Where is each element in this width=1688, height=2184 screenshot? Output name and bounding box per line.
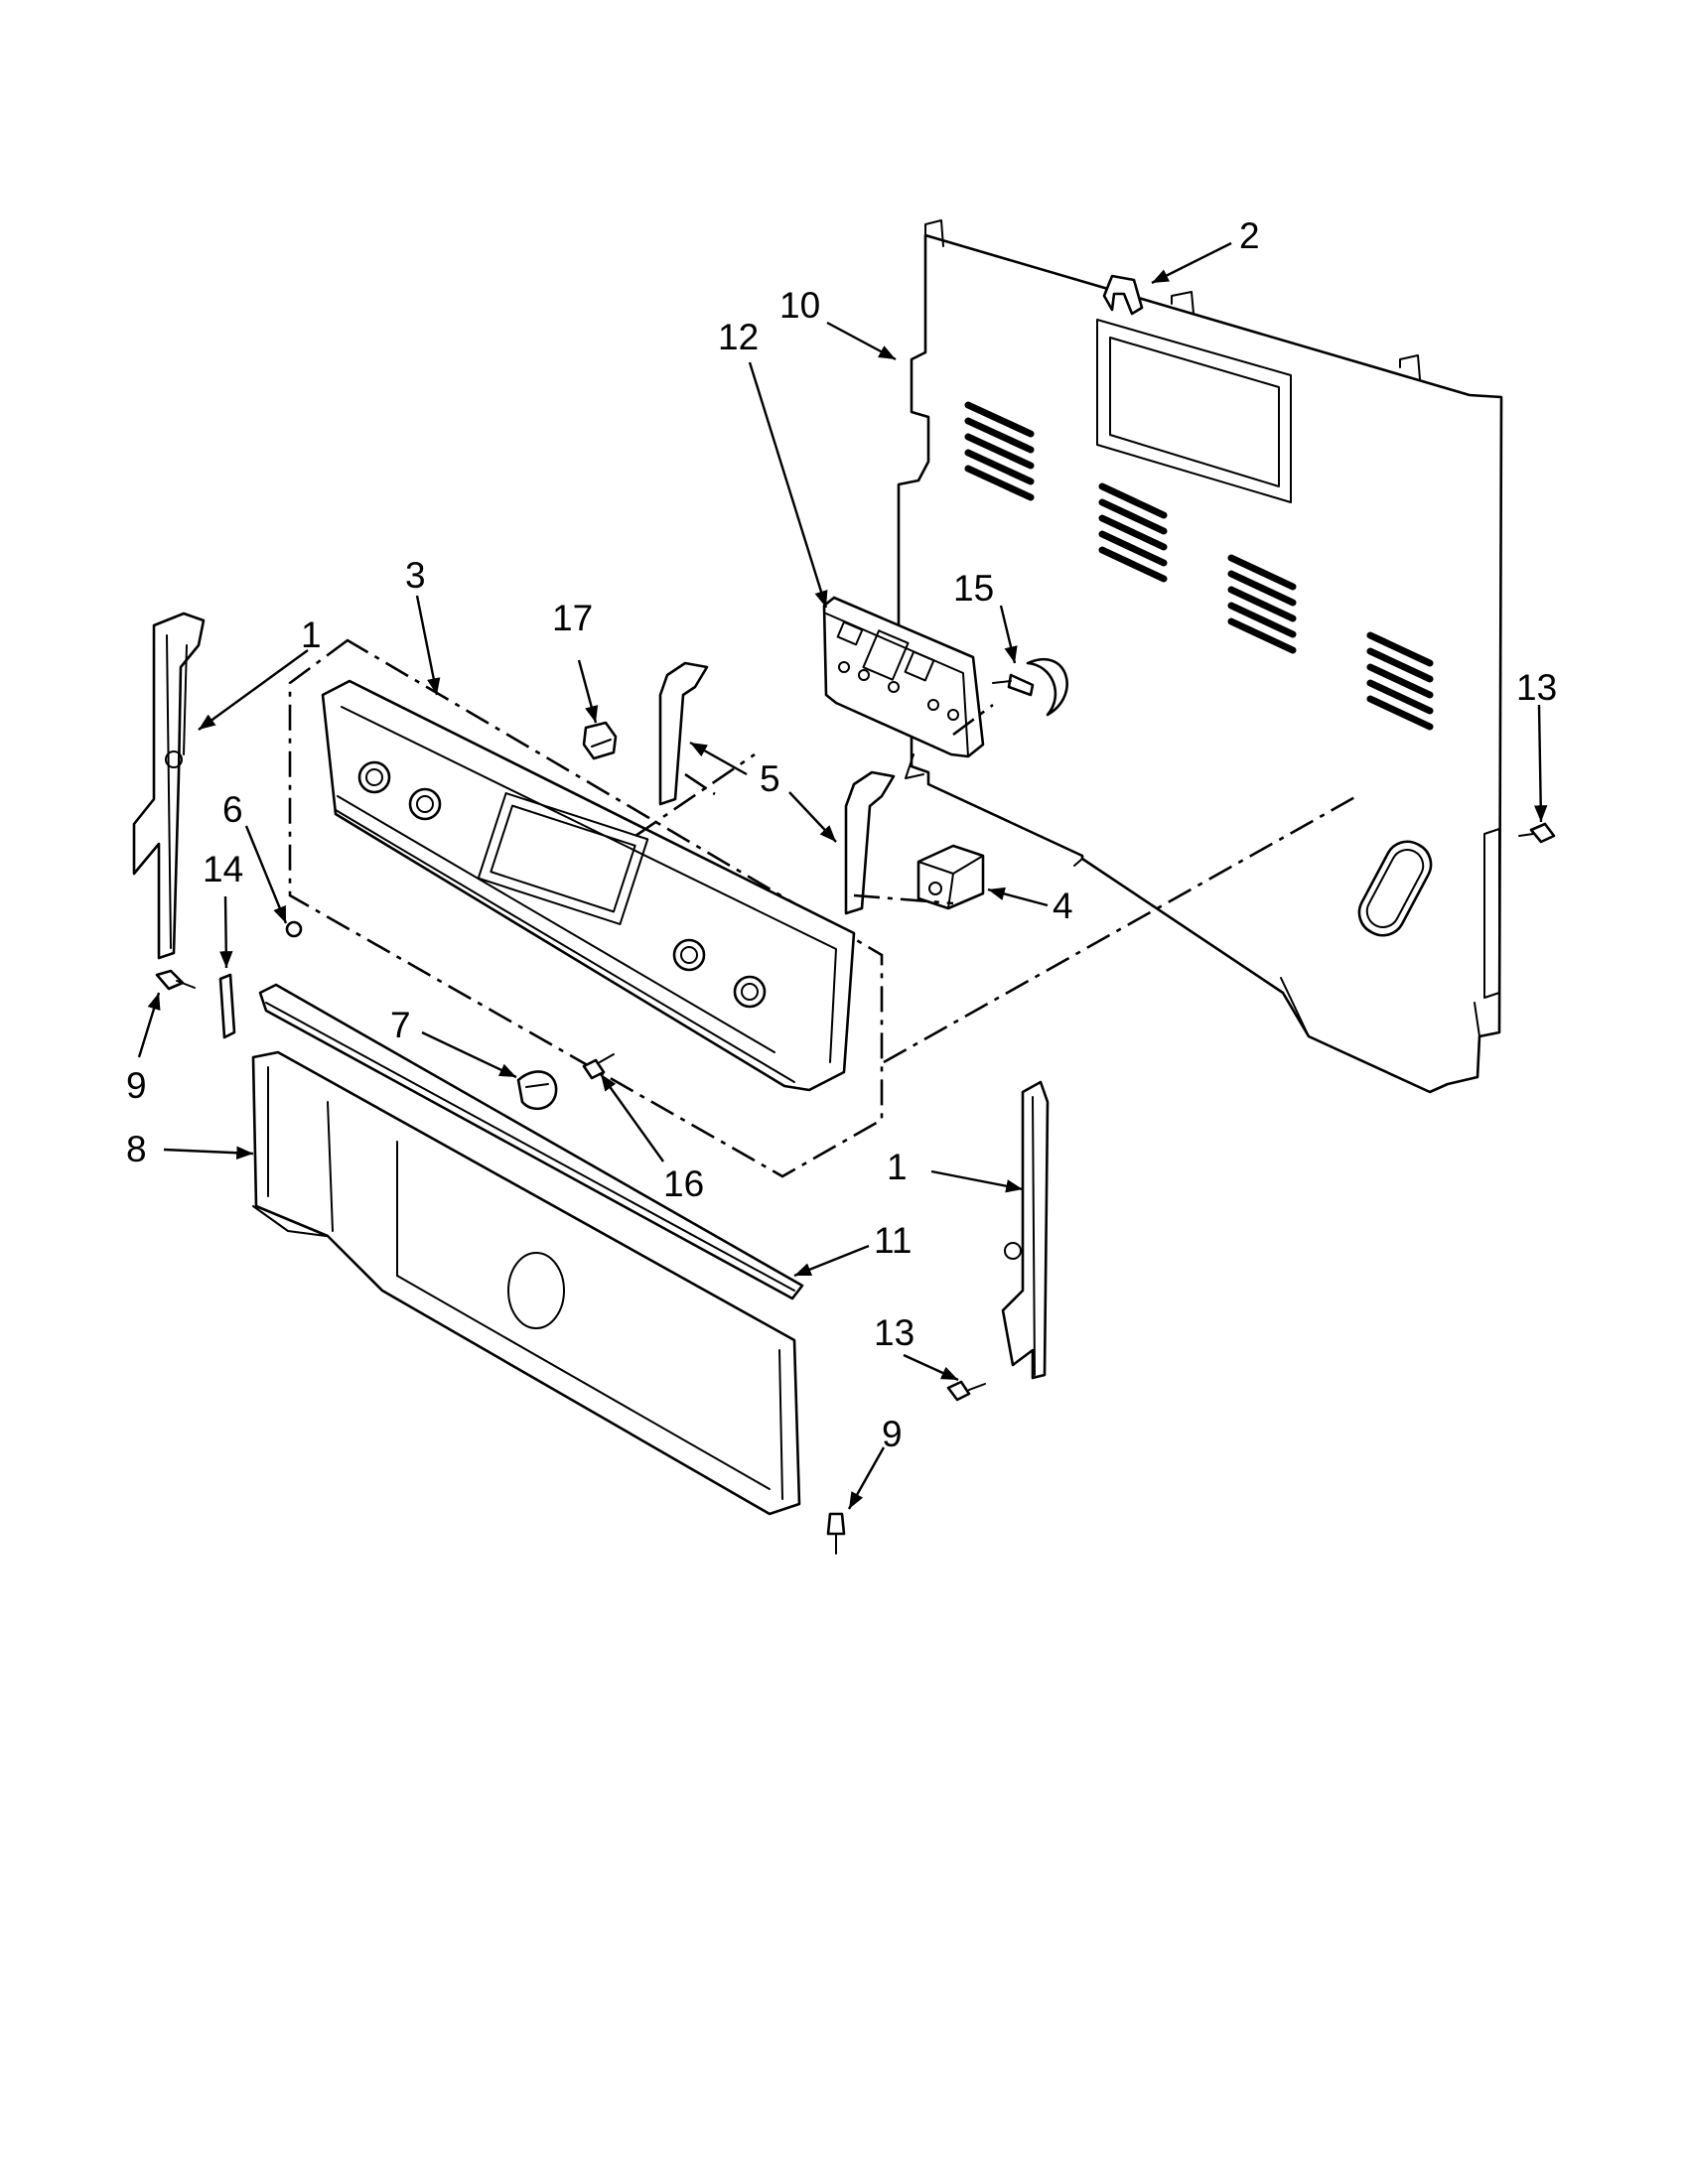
bracket-14-part xyxy=(218,973,236,1039)
callout-2: 2 xyxy=(1239,215,1260,256)
rear-panel-part xyxy=(897,219,1503,1094)
vent-slots-3 xyxy=(1227,554,1297,654)
callout-16: 16 xyxy=(663,1163,704,1204)
control-console-group xyxy=(288,638,884,1178)
callout-leaders xyxy=(137,241,1548,1510)
clip-part xyxy=(1102,274,1144,316)
screw-15-part xyxy=(992,657,1068,717)
callout-1-right: 1 xyxy=(887,1147,908,1187)
callout-9-left: 9 xyxy=(126,1065,147,1106)
callout-10: 10 xyxy=(779,285,820,326)
callout-12: 12 xyxy=(718,317,759,357)
screw-6-part xyxy=(285,920,303,938)
callout-8: 8 xyxy=(126,1129,147,1169)
callout-3: 3 xyxy=(405,555,426,596)
callout-labels: 1 1 2 3 4 5 6 7 8 9 9 10 11 12 13 13 14 … xyxy=(126,215,1557,1454)
callout-11: 11 xyxy=(874,1220,912,1261)
panel-8-part xyxy=(251,1050,801,1516)
callout-5: 5 xyxy=(760,758,780,799)
strip-11-part xyxy=(258,983,804,1300)
end-cap-upper-part xyxy=(658,661,709,806)
callout-13-right: 13 xyxy=(1516,667,1557,708)
knob-7-part xyxy=(516,1070,558,1111)
vent-slots-4 xyxy=(1366,631,1434,731)
screw-16-part xyxy=(582,1053,615,1080)
callout-15: 15 xyxy=(953,568,994,609)
switch-4-part xyxy=(916,844,985,910)
callout-7: 7 xyxy=(390,1005,411,1045)
screw-13-right-part xyxy=(1518,822,1556,844)
side-trim-left-part xyxy=(132,612,206,960)
bracket-17-part xyxy=(582,721,618,760)
callout-1-left: 1 xyxy=(301,614,322,655)
control-board-part xyxy=(822,596,985,779)
vent-slots-1 xyxy=(964,401,1035,501)
side-trim-right-part xyxy=(1001,1080,1050,1380)
end-cap-lower-part xyxy=(844,770,896,915)
callout-13-lower: 13 xyxy=(874,1312,914,1353)
screw-9-left-part xyxy=(155,969,196,991)
callout-17: 17 xyxy=(552,598,593,638)
callout-14: 14 xyxy=(203,849,243,889)
screw-13-lower-part xyxy=(946,1380,986,1402)
callout-9-bottom: 9 xyxy=(882,1414,903,1454)
vent-slots-2 xyxy=(1098,482,1168,583)
callout-4: 4 xyxy=(1053,886,1073,926)
callout-6: 6 xyxy=(222,789,243,830)
screw-9-bottom-part xyxy=(826,1512,846,1555)
